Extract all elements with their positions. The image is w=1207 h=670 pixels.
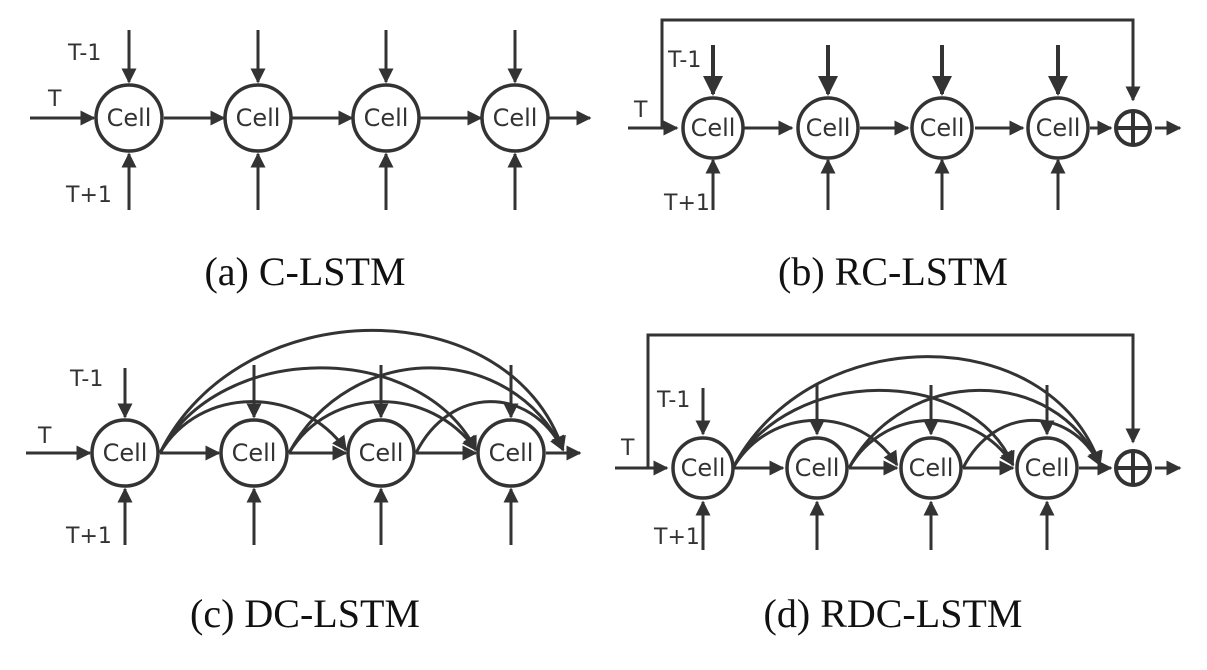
cell-label: Cell: [920, 114, 965, 142]
dense-skip-arrow: [731, 418, 899, 469]
cell-label: Cell: [909, 454, 954, 482]
panel-caption: (a) C-LSTM: [204, 249, 405, 294]
panel-caption: (b) RC-LSTM: [778, 249, 1008, 294]
panel-dc-lstm: Cell Cell Cell Cell T-1 T T+1 (c) DC-LST…: [26, 329, 582, 636]
cell-label: Cell: [364, 104, 409, 132]
cell-node: Cell: [476, 418, 546, 488]
prev-timestep-label: T-1: [69, 367, 103, 392]
panel-caption: (d) RDC-LSTM: [764, 591, 1023, 636]
cell-label: Cell: [806, 114, 851, 142]
cell-label: Cell: [681, 454, 726, 482]
cell-node: Cell: [90, 418, 160, 488]
next-timestep-label: T+1: [65, 524, 112, 549]
input-label: T: [633, 98, 648, 123]
cell-label: Cell: [232, 439, 277, 467]
dense-skip-arrow: [731, 355, 1103, 469]
sum-node-icon: [1114, 449, 1152, 487]
cell-node: Cell: [223, 83, 293, 153]
cell-label: Cell: [691, 114, 736, 142]
sum-node-icon: [1114, 109, 1152, 147]
cell-node: Cell: [219, 418, 289, 488]
wires-c: [26, 329, 582, 545]
cell-node: Cell: [785, 436, 849, 500]
cell-label: Cell: [795, 454, 840, 482]
next-timestep-label: T+1: [653, 525, 700, 550]
dense-skip-arrow: [414, 400, 565, 454]
panel-c-lstm: Cell Cell Cell Cell T-1 T T+1 (a) C-LSTM: [30, 30, 592, 294]
cell-label: Cell: [1025, 454, 1070, 482]
dense-skip-arrow: [847, 418, 1015, 469]
dense-skip-arrow: [287, 366, 565, 454]
panel-rc-lstm: Cell Cell Cell Cell T-1 T T+1 (b) RC-LST…: [628, 18, 1182, 294]
panel-caption: (c) DC-LSTM: [190, 591, 420, 636]
input-label: T: [620, 436, 635, 461]
cell-node: Cell: [899, 436, 963, 500]
cell-node: Cell: [1026, 96, 1090, 160]
cell-label: Cell: [359, 439, 404, 467]
input-label: T: [47, 87, 62, 112]
cell-node: Cell: [1015, 436, 1079, 500]
residual-skip-arrow: [646, 333, 1141, 468]
cell-label: Cell: [107, 104, 152, 132]
prev-timestep-label: T-1: [667, 48, 701, 73]
dense-skip-arrow: [961, 419, 1102, 469]
cell-label: Cell: [489, 439, 534, 467]
dense-skip-arrow: [158, 366, 478, 454]
dense-skip-arrow: [731, 388, 1015, 469]
prev-timestep-label: T-1: [67, 41, 101, 66]
input-label: T: [37, 424, 52, 449]
wires-a: [30, 30, 592, 210]
dense-skip-arrow: [287, 400, 478, 454]
next-timestep-label: T+1: [65, 183, 112, 208]
cell-node: Cell: [796, 96, 860, 160]
cell-label: Cell: [236, 104, 281, 132]
panel-rdc-lstm: Cell Cell Cell Cell T-1 T T+1 (d) RDC-LS…: [615, 333, 1182, 636]
cell-label: Cell: [493, 104, 538, 132]
cell-label: Cell: [103, 439, 148, 467]
cell-node: Cell: [480, 83, 550, 153]
dense-skip-arrow: [847, 388, 1102, 469]
residual-skip-arrow: [660, 18, 1141, 128]
cell-label: Cell: [1036, 114, 1081, 142]
cell-node: Cell: [351, 83, 421, 153]
prev-timestep-label: T-1: [656, 388, 690, 413]
cell-node: Cell: [671, 436, 735, 500]
cell-node: Cell: [910, 96, 974, 160]
wires-b: [628, 18, 1182, 210]
next-timestep-label: T+1: [663, 191, 710, 216]
wires-d: [615, 333, 1182, 550]
cell-node: Cell: [681, 96, 745, 160]
dense-skip-arrow: [158, 400, 348, 454]
dense-skip-arrow: [158, 329, 566, 454]
cell-node: Cell: [94, 83, 164, 153]
cell-node: Cell: [346, 418, 416, 488]
